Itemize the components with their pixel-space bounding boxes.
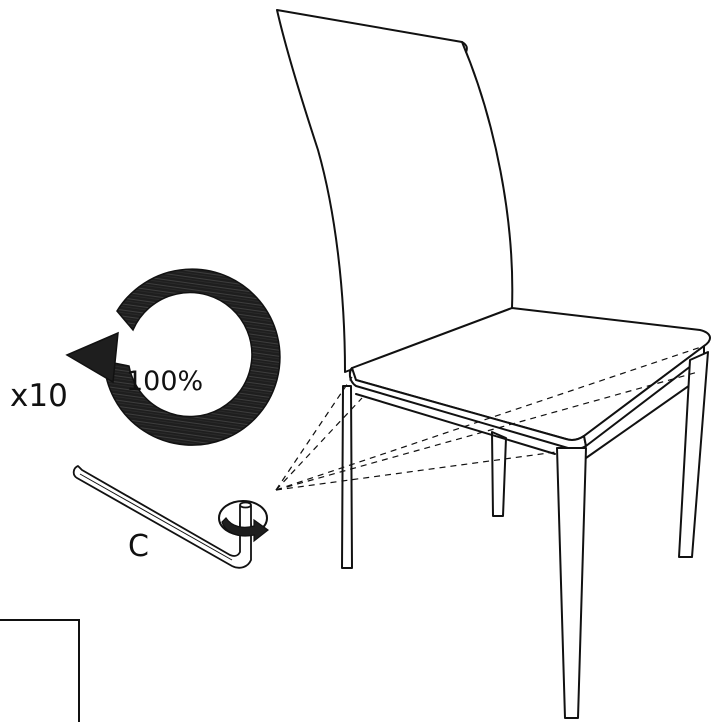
rotation-arrowhead — [65, 331, 119, 384]
chair-back-right-leg — [491, 431, 507, 517]
repeat-count-label: x10 — [10, 378, 68, 414]
allen-key-icon — [72, 465, 252, 569]
chair-apron-rail-right — [585, 377, 701, 459]
callout-lines — [275, 345, 705, 491]
chair-front-right-leg — [556, 447, 587, 719]
tighten-arrow-icon — [218, 500, 270, 543]
chair-back-left-leg — [341, 385, 353, 569]
panel-frame — [0, 619, 80, 722]
rotation-arrow-icon — [65, 268, 281, 446]
chair-front-far-leg — [678, 351, 709, 558]
allen-key-long-arm — [72, 465, 252, 569]
allen-key-label: C — [128, 529, 149, 564]
chair-backrest — [276, 9, 514, 373]
chair-backrest-edge — [461, 41, 468, 53]
chair-icon — [276, 9, 711, 719]
torque-label: 100% — [126, 366, 203, 397]
chair-apron-rail-front — [355, 393, 556, 455]
